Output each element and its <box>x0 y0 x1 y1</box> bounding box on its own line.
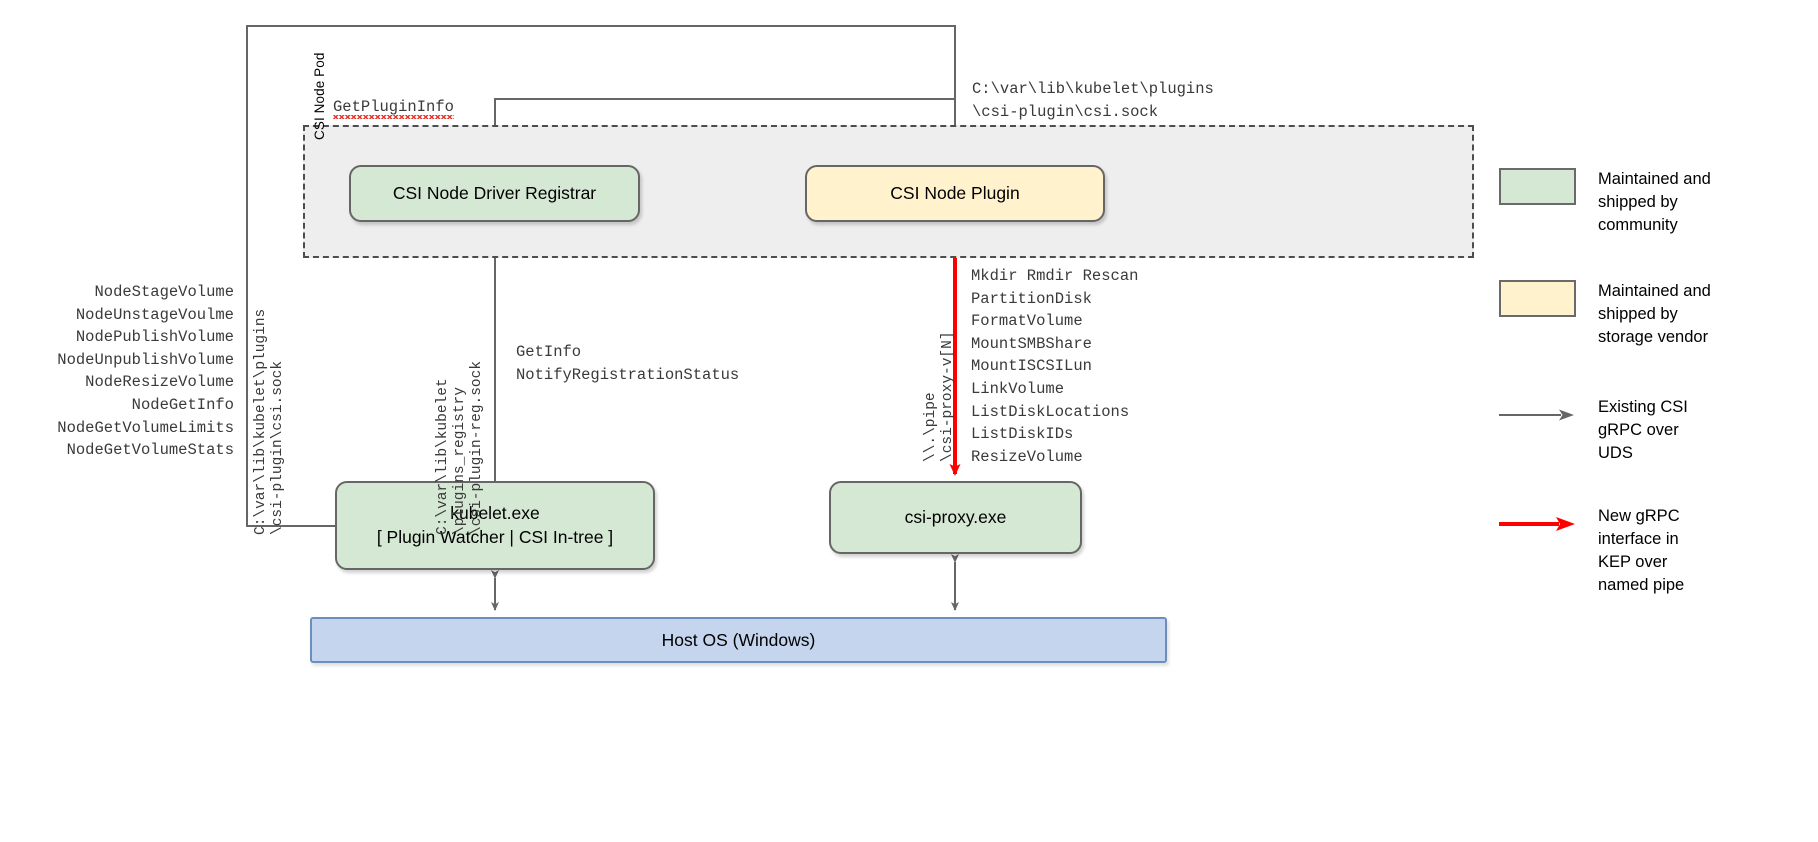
legend-label-existing-grpc: Existing CSI gRPC over UDS <box>1598 398 1688 462</box>
legend-label-new-grpc: New gRPC interface in KEP over named pip… <box>1598 507 1685 594</box>
node-host-os[interactable]: Host OS (Windows) <box>310 617 1167 663</box>
legend-item-community: Maintained and shipped by community <box>1499 168 1809 237</box>
node-kubelet-exe-sublabel: [ Plugin Watcher | CSI In-tree ] <box>376 527 614 547</box>
legend-swatch-green <box>1499 168 1576 205</box>
node-csi-node-plugin[interactable]: CSI Node Plugin <box>805 165 1105 222</box>
gray-arrow-icon <box>1499 409 1574 420</box>
node-csi-node-driver-registrar[interactable]: CSI Node Driver Registrar <box>349 165 640 222</box>
label-csi-proxy-command-list: Mkdir Rmdir Rescan PartitionDisk FormatV… <box>971 267 1139 466</box>
label-vertical-plugins-registry-sock-path: C:\var\lib\kubelet \plugins_registry \cs… <box>435 360 485 535</box>
legend: Maintained and shipped by community Main… <box>1499 168 1809 638</box>
legend-item-existing-grpc: Existing CSI gRPC over UDS <box>1499 396 1809 465</box>
node-kubelet-exe-label: kubelet.exe <box>450 503 540 523</box>
label-registration-rpc-list: GetInfo NotifyRegistrationStatus <box>516 343 740 384</box>
label-node-service-rpc-list: NodeStageVolume NodeUnstageVoulme NodePu… <box>57 283 234 460</box>
legend-arrow-gray-cell <box>1499 396 1576 433</box>
legend-arrow-red-cell <box>1499 505 1576 542</box>
legend-swatch-yellow <box>1499 280 1576 317</box>
label-csi-plugin-sock-path: C:\var\lib\kubelet\plugins \csi-plugin\c… <box>972 80 1214 121</box>
node-kubelet-exe[interactable]: kubelet.exe [ Plugin Watcher | CSI In-tr… <box>335 481 655 570</box>
node-csi-proxy-exe-label: csi-proxy.exe <box>904 507 1007 527</box>
legend-item-new-grpc: New gRPC interface in KEP over named pip… <box>1499 505 1809 597</box>
node-csi-node-driver-registrar-label: CSI Node Driver Registrar <box>392 183 597 203</box>
label-get-plugin-info: GetPluginInfo <box>333 98 454 119</box>
node-host-os-label: Host OS (Windows) <box>661 629 816 650</box>
legend-label-storage-vendor: Maintained and shipped by storage vendor <box>1598 282 1711 346</box>
legend-item-storage-vendor: Maintained and shipped by storage vendor <box>1499 280 1809 349</box>
node-csi-node-plugin-label: CSI Node Plugin <box>890 183 1020 203</box>
legend-label-community: Maintained and shipped by community <box>1598 170 1711 234</box>
red-arrow-icon <box>1499 516 1575 531</box>
csi-node-pod-label: CSI Node Pod <box>312 52 327 141</box>
node-csi-proxy-exe[interactable]: csi-proxy.exe <box>829 481 1082 554</box>
label-vertical-csi-plugin-sock-path: C:\var\lib\kubelet\plugins \csi-plugin\c… <box>253 308 286 535</box>
label-vertical-named-pipe-path: \\.\pipe \csi-proxy-v[N] <box>923 331 956 462</box>
